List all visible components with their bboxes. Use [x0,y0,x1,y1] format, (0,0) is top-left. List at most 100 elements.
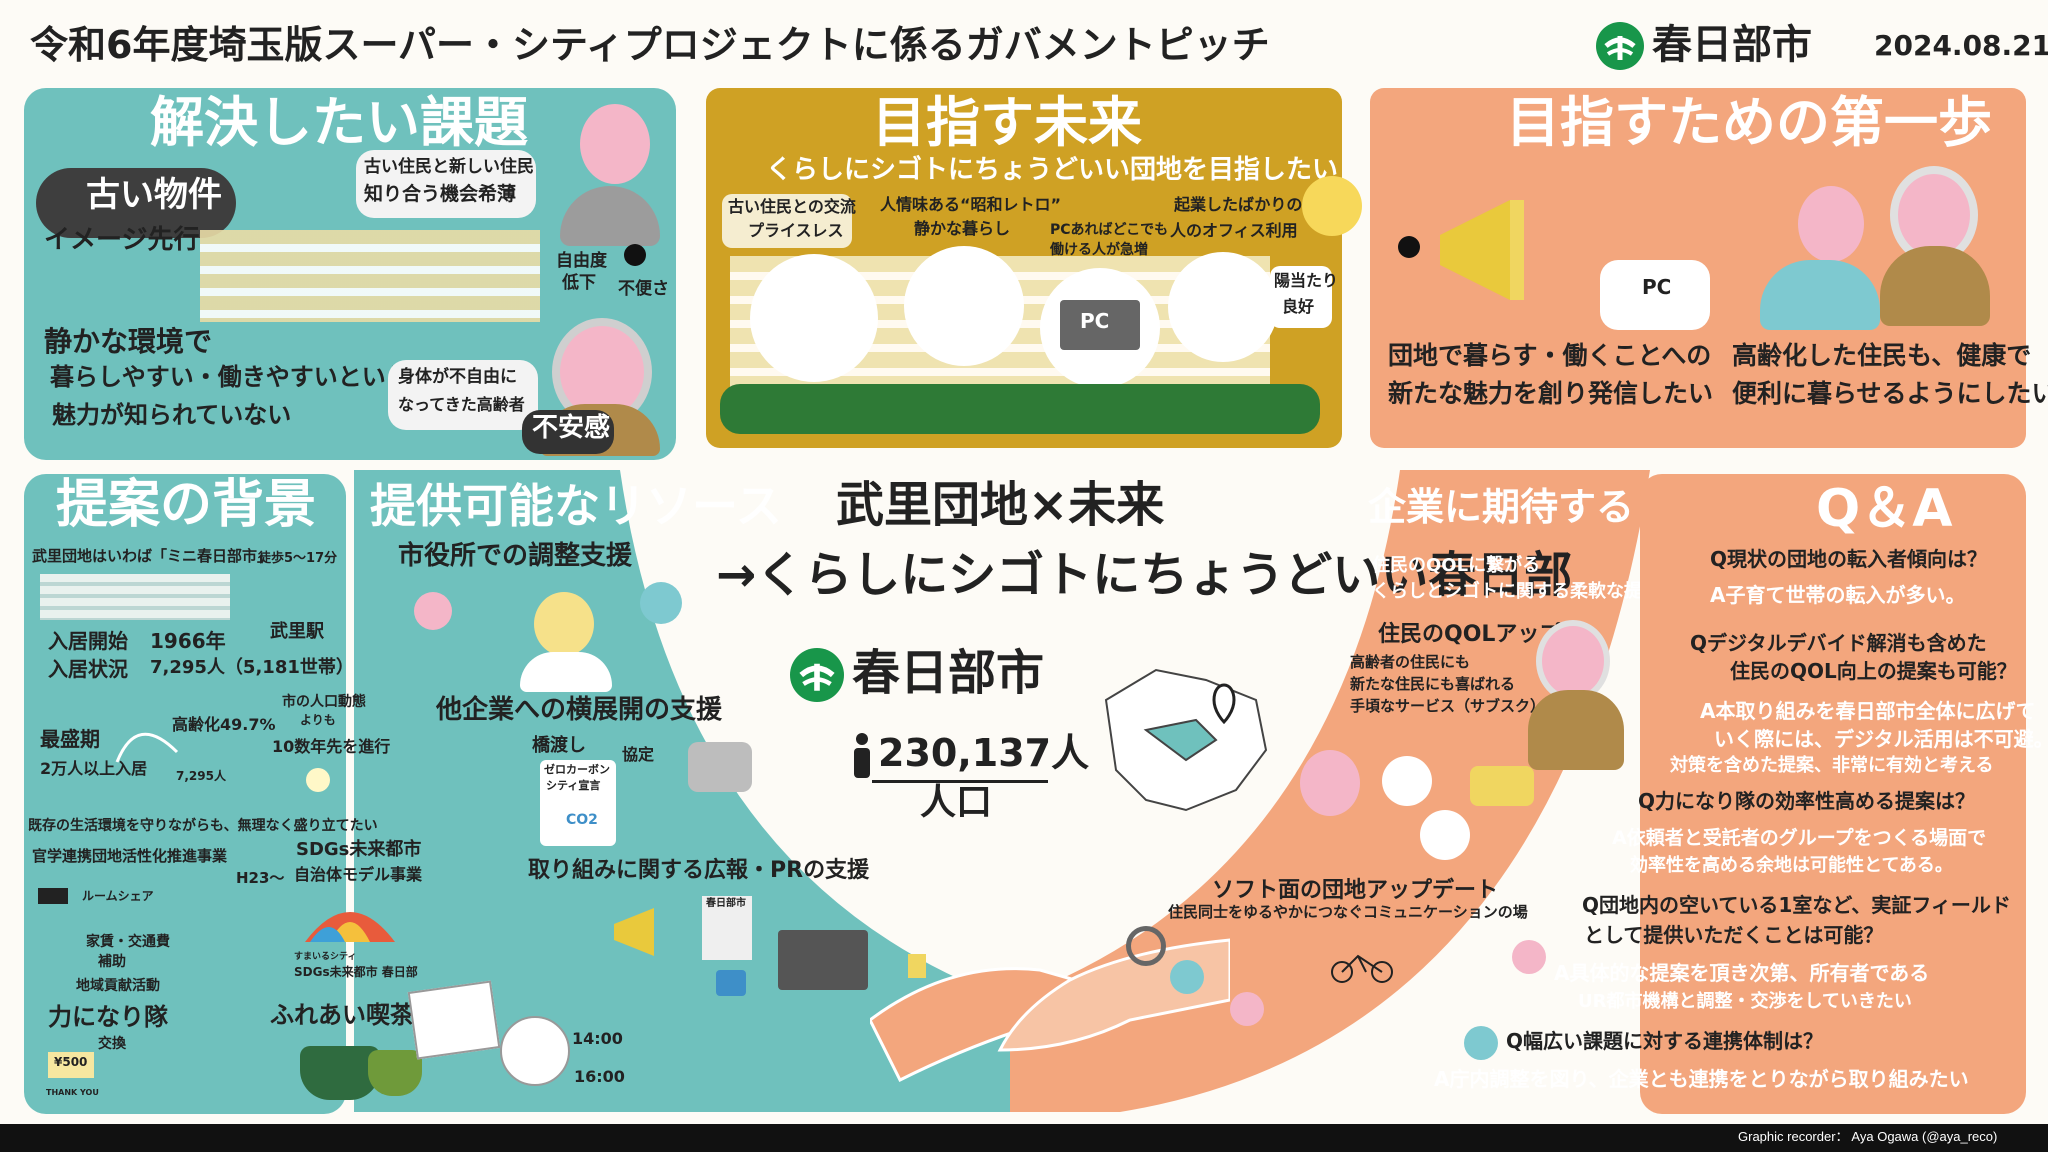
inconvenient-label: 不便さ [618,279,669,299]
qa-a5: A庁内調整を図り、企業とも連携をとりながら取り組みたい [1434,1067,1969,1091]
newspaper-icon [702,896,752,960]
qol-man-face-icon [1300,750,1360,816]
person-icon [854,733,870,778]
start-value: 1966年 [150,629,226,653]
trend-line2: よりも [300,713,336,727]
expectations-sub-line1: 住民のQOLに繋がる [1372,555,1541,576]
future-item3-line1: PCあればどこでも [1050,222,1169,238]
roomshare-label: ルームシェア [82,889,154,903]
zero-carbon-line2: シティ宣言 [546,779,601,792]
community-label: 地域貢献活動 [76,978,160,994]
future-heading: 目指す未来 [872,91,1142,154]
worried-man-body [1760,260,1880,330]
calendar-icon [407,980,501,1060]
soft-update-sub: 住民同士をゆるやかにつなぐコミュニケーションの場 [1168,903,1528,921]
medical-cross-icon [1420,810,1470,860]
megaphone-small-icon [614,908,654,956]
trend-line3: 10数年先を進行 [272,737,391,756]
speaker-dot-icon [1398,236,1420,258]
future-item4-line2: 人のオフィス利用 [1170,221,1298,240]
peak-decline-icon [115,732,179,763]
population-label: 人口 [920,782,993,823]
trees-strip [720,384,1320,434]
station-label: 武里駅 [270,621,324,642]
clock-icon [500,1016,570,1086]
project-line2: H23〜 [236,869,285,887]
city-logo-icon [1596,22,1644,70]
qa-q4-line1: Q団地内の空いている1室など、実証フィールド [1582,893,2011,917]
thanks-label: THANK YOU [46,1088,99,1097]
qa-q1: Q現状の団地の転入者傾向は？ [1710,547,1988,571]
presenter-face-icon [534,592,594,656]
bookmark-icon [908,954,926,978]
qa-panel [1640,474,2026,1114]
sun-icon [1302,176,1362,236]
sdgs-logo-line2: SDGs未来都市 春日部 [294,965,418,979]
toilet-paper-icon [1382,756,1432,806]
zero-carbon-line1: ゼロカーボン [544,763,610,776]
partner-right-icon [640,582,682,624]
qa-q5: Q幅広い課題に対する連携体制は？ [1506,1029,1824,1053]
status-label: 入居状況 [48,657,128,681]
first-step-text1-line1: 団地で暮らす・働くことへの [1388,341,1712,370]
status-value: 7,295人（5,181世帯） [150,657,354,678]
population-value: 230,137人 [878,731,1090,775]
qa-q2-line2: 住民のQOL向上の提案も可能？ [1730,659,2017,683]
qol-elderly-face-icon [1536,620,1610,702]
anxiety-label: 不安感 [532,413,611,443]
future-item5-line2: 良好 [1282,297,1315,316]
megaphone-icon [1440,200,1524,300]
soft-update-heading: ソフト面の団地アップデート [1212,878,1499,903]
qa-a4-line1: A具体的な提案を頂き次第、所有者である [1554,961,1930,985]
expectations-sub-line2: くらしとシゴトに関する柔軟な提案 [1372,581,1660,602]
qol-heading: 住民のQOLアップ [1378,622,1562,647]
qa-q3: Q力になり隊の効率性高める提案は？ [1638,789,1976,813]
old-building-label: 古い物件 [86,175,222,215]
future-circle-1 [750,254,878,382]
current-population: 7,295人 [176,769,226,783]
handshake-icon [870,938,1230,1083]
co2-label: CO2 [566,812,598,828]
center-city-name: 春日部市 [852,645,1045,701]
people-network-icon [1170,960,1204,994]
presenter-body [520,652,612,692]
dot-icon [624,244,646,266]
elderly-woman-body [1880,246,1990,326]
qol-line2: 新たな住民にも喜ばれる [1350,675,1516,693]
center-city-logo-icon [790,648,844,702]
umbrella-logo-icon [305,912,395,942]
young-resident-face-icon [580,104,650,184]
lightbulb-icon [306,768,330,792]
resources-r3: 取り組みに関する広報・PRの支援 [528,858,870,883]
chikara-label: 力になり隊 [48,1003,168,1031]
saitama-map-icon [1104,668,1268,812]
residents-note-bubble [356,150,536,218]
footer-bar [0,1124,2048,1152]
resources-r1: 市役所での調整支援 [398,541,633,571]
qa-a2-line1: A本取り組みを春日部市全体に広げて [1700,699,2036,723]
image-first-label: イメージ先行 [44,225,200,255]
future-pc-label: PC [1080,309,1110,333]
freedom-line1: 自由度 [556,251,607,271]
cafe-time-from: 14:00 [572,1029,623,1048]
cafe-label: ふれあい喫茶 [270,1001,414,1029]
background-mini-city: 武里団地はいわば「ミニ春日部市」 [32,547,273,565]
qa-a4-line2: UR都市機構と調整・交渉をしていきたい [1578,991,1912,1012]
newspaper-label: 春日部市 [706,898,746,909]
footer-credit: Graphic recorder： Aya Ogawa (@aya_reco) [1738,1129,1998,1144]
qol-elderly-body [1528,690,1624,770]
qol-line1: 高齢者の住民にも [1350,653,1471,671]
residents-note-line2: 知り合う機会希薄 [364,183,517,205]
worried-man-face-icon [1798,186,1864,262]
freedom-line2: 低下 [562,273,596,293]
coffee-cup-icon-2 [368,1050,422,1096]
support-line2: 補助 [98,954,126,970]
graduation-cap-icon [38,888,68,904]
start-label: 入居開始 [48,629,128,653]
sdgs-logo-line1: すまいるシティ [294,952,357,962]
first-step-text2-line2: 便利に暮らせるようにしたい [1732,379,2048,408]
qa-a2-line2: いく際には、デジタル活用は不可避。 [1714,727,2048,751]
coffee-cup-icon [300,1046,380,1100]
robot-partner-icon [688,742,752,792]
bridge-label: 橋渡し [532,735,586,756]
